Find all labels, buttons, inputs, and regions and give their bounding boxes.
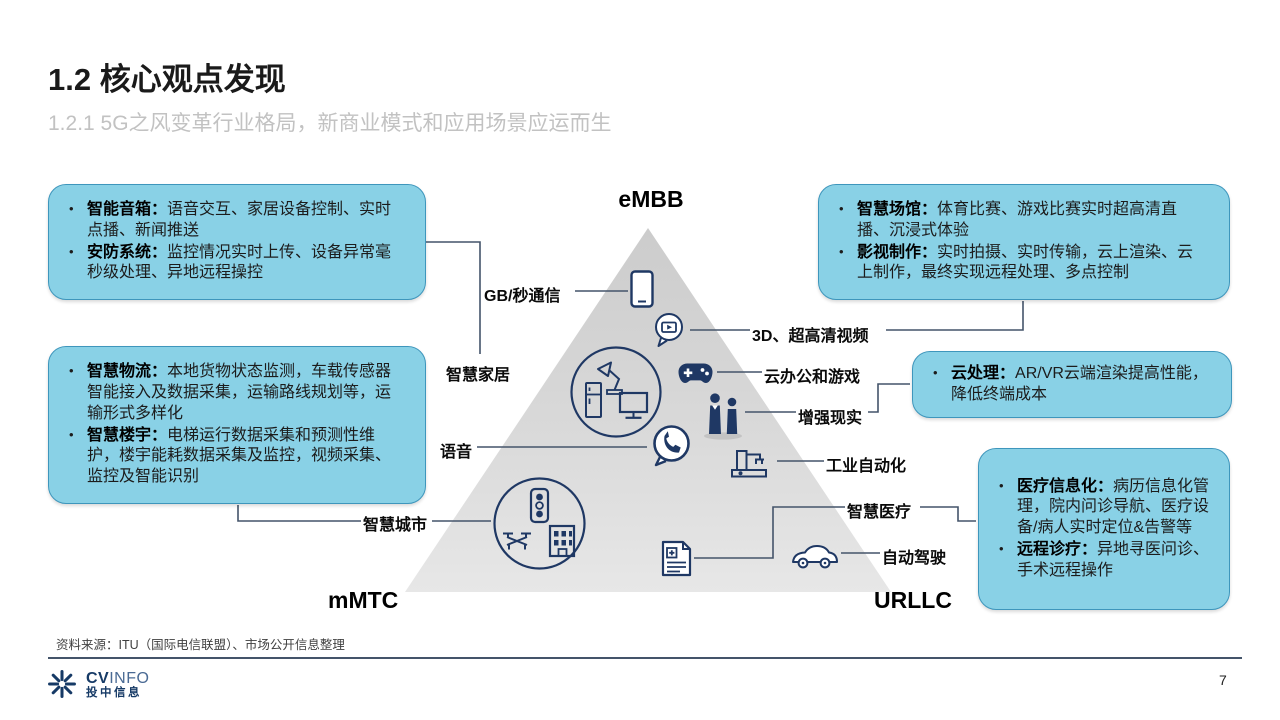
label-gb-per-second: GB/秒通信 [484, 288, 561, 305]
callout-item: 智能音箱：语音交互、家居设备控制、实时点播、新闻推送 [61, 200, 405, 242]
callout-cloud-processing: 云处理：AR/VR云端渲染提高性能，降低终端成本 [912, 351, 1232, 418]
label-autonomous-driving: 自动驾驶 [882, 550, 947, 567]
page-number: 7 [1219, 672, 1227, 688]
callout-medical: 医疗信息化：病历信息化管理，院内问诊导航、医疗设备/病人实时定位&告警等 远程诊… [978, 448, 1230, 610]
callout-item: 影视制作：实时拍摄、实时传输，云上渲染、云上制作，最终实现远程处理、多点控制 [831, 243, 1209, 285]
connector-line [237, 505, 361, 522]
connector-line [886, 301, 1024, 331]
voice-call-bubble-icon [649, 423, 693, 467]
callout-item: 智慧场馆：体育比赛、游戏比赛实时超高清直播、沉浸式体验 [831, 200, 1209, 242]
page-subtitle: 1.2.1 5G之风变革行业格局，新商业模式和应用场景应运而生 [48, 112, 612, 135]
label-uhd-video: 3D、超高清视频 [752, 328, 869, 345]
logo-brand: CVINFO [86, 670, 149, 688]
label-cloud-office-gaming: 云办公和游戏 [764, 369, 861, 386]
footer-divider [48, 657, 1242, 659]
callout-list: 云处理：AR/VR云端渲染提高性能，降低终端成本 [925, 363, 1211, 407]
logo-text: CVINFO 投中信息 [86, 670, 149, 700]
pyramid-label-urllc: URLLC [874, 587, 952, 613]
logo-brand-cn: 投中信息 [86, 687, 142, 700]
connector-line [920, 506, 976, 522]
ar-people-icon [703, 392, 743, 440]
cvinfo-logo: CVINFO 投中信息 [46, 668, 149, 702]
callout-venue-film: 智慧场馆：体育比赛、游戏比赛实时超高清直播、沉浸式体验 影视制作：实时拍摄、实时… [818, 184, 1230, 300]
pyramid-label-embb: eMBB [618, 186, 684, 212]
callout-list: 智能音箱：语音交互、家居设备控制、实时点播、新闻推送 安防系统：监控情况实时上传… [61, 199, 405, 285]
video-bubble-icon [652, 312, 687, 348]
pyramid-label-mmtc: mMTC [328, 587, 399, 613]
smart-home-devices-icon [569, 345, 663, 439]
connector-line [868, 383, 910, 413]
label-smart-home: 智慧家居 [446, 367, 511, 384]
callout-list: 医疗信息化：病历信息化管理，院内问诊导航、医疗设备/病人实时定位&告警等 远程诊… [991, 476, 1215, 583]
callout-item: 智慧物流：本地货物状态监测，车载传感器智能接入及数据采集，运输路线规划等，运输形… [61, 362, 405, 424]
connector-line [426, 241, 481, 354]
logo-brand-info: INFO [109, 669, 150, 687]
callout-item: 安防系统：监控情况实时上传、设备异常毫秒级处理、异地远程操控 [61, 243, 405, 285]
callout-item: 智慧楼宇：电梯运行数据采集和预测性维护，楼宇能耗数据采集及监控，视频采集、监控及… [61, 426, 405, 488]
smart-city-icon [492, 476, 587, 571]
callout-logistics-building: 智慧物流：本地货物状态监测，车载传感器智能接入及数据采集，运输路线规划等，运输形… [48, 346, 426, 504]
source-note: 资料来源：ITU（国际电信联盟）、市场公开信息整理 [56, 638, 345, 652]
callout-list: 智慧物流：本地货物状态监测，车载传感器智能接入及数据采集，运输路线规划等，运输形… [61, 361, 405, 489]
label-smart-city: 智慧城市 [363, 517, 428, 534]
car-icon [790, 542, 838, 570]
logo-brand-cv: CV [86, 669, 110, 687]
page-title: 1.2 核心观点发现 [48, 62, 286, 97]
label-augmented-reality: 增强现实 [798, 410, 863, 427]
smartphone-icon [630, 270, 654, 308]
robot-arm-icon [729, 445, 774, 479]
label-smart-medical: 智慧医疗 [847, 504, 912, 521]
gamepad-icon [677, 362, 714, 385]
label-voice: 语音 [440, 444, 473, 461]
callout-item: 远程诊疗：异地寻医问诊、手术远程操作 [991, 540, 1215, 582]
callout-item: 云处理：AR/VR云端渲染提高性能，降低终端成本 [925, 364, 1211, 406]
label-industrial-automation: 工业自动化 [826, 458, 907, 475]
cvinfo-pinwheel-icon [46, 668, 78, 702]
callout-smart-home: 智能音箱：语音交互、家居设备控制、实时点播、新闻推送 安防系统：监控情况实时上传… [48, 184, 426, 300]
medical-record-icon [661, 540, 692, 577]
callout-item: 医疗信息化：病历信息化管理，院内问诊导航、医疗设备/病人实时定位&告警等 [991, 477, 1215, 539]
callout-list: 智慧场馆：体育比赛、游戏比赛实时超高清直播、沉浸式体验 影视制作：实时拍摄、实时… [831, 199, 1209, 285]
